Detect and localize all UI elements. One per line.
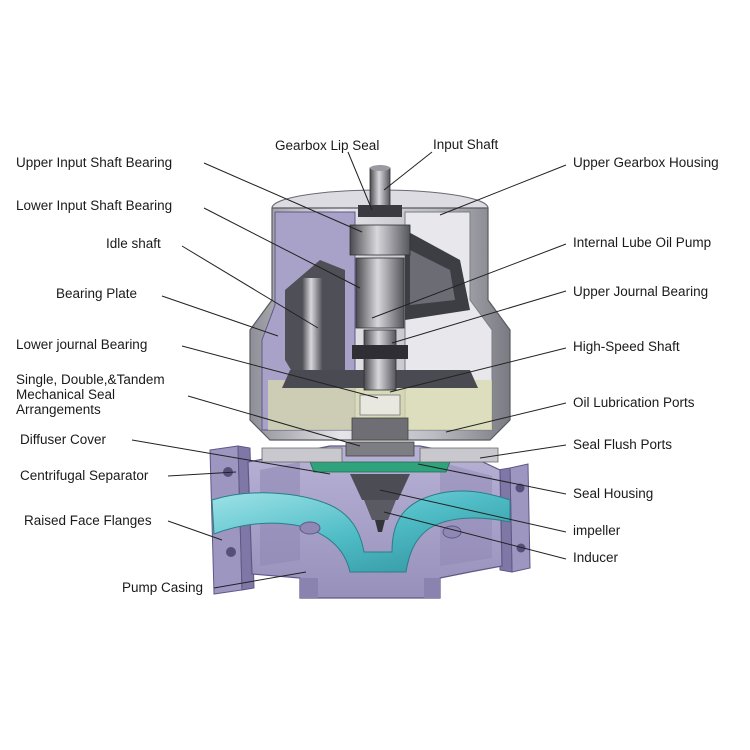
label-upper-journal-bearing: Upper Journal Bearing bbox=[573, 284, 709, 299]
label-gearbox-lip-seal: Gearbox Lip Seal bbox=[275, 138, 380, 153]
label-inducer: Inducer bbox=[573, 550, 619, 565]
label-bearing-plate: Bearing Plate bbox=[56, 286, 138, 301]
fluid-passage-shape bbox=[211, 490, 511, 573]
pump-casing-shape bbox=[209, 445, 531, 599]
label-high-speed-shaft: High-Speed Shaft bbox=[573, 339, 680, 354]
label-lower-input-shaft-bearing: Lower Input Shaft Bearing bbox=[16, 198, 173, 213]
label-seal-flush-ports: Seal Flush Ports bbox=[573, 437, 673, 452]
label-internal-lube-oil-pump: Internal Lube Oil Pump bbox=[573, 235, 712, 250]
label-impeller: impeller bbox=[573, 523, 621, 538]
label-input-shaft: Input Shaft bbox=[433, 137, 499, 152]
label-upper-gearbox-housing: Upper Gearbox Housing bbox=[573, 155, 719, 170]
label-mechanical-seal-arrangements: Single, Double,&Tandem Mechanical Seal A… bbox=[16, 372, 165, 417]
label-pump-casing: Pump Casing bbox=[122, 580, 204, 595]
label-upper-input-shaft-bearing: Upper Input Shaft Bearing bbox=[16, 155, 173, 170]
label-centrifugal-separator: Centrifugal Separator bbox=[20, 468, 149, 483]
label-oil-lubrication-ports: Oil Lubrication Ports bbox=[573, 395, 695, 410]
label-idle-shaft: Idle shaft bbox=[106, 236, 161, 251]
label-lower-journal-bearing: Lower journal Bearing bbox=[16, 337, 148, 352]
label-diffuser-cover: Diffuser Cover bbox=[20, 432, 107, 447]
label-seal-housing: Seal Housing bbox=[573, 486, 654, 501]
label-raised-face-flanges: Raised Face Flanges bbox=[24, 513, 152, 528]
leader-lines bbox=[131, 151, 567, 589]
shaft-stack-shape bbox=[261, 165, 499, 532]
